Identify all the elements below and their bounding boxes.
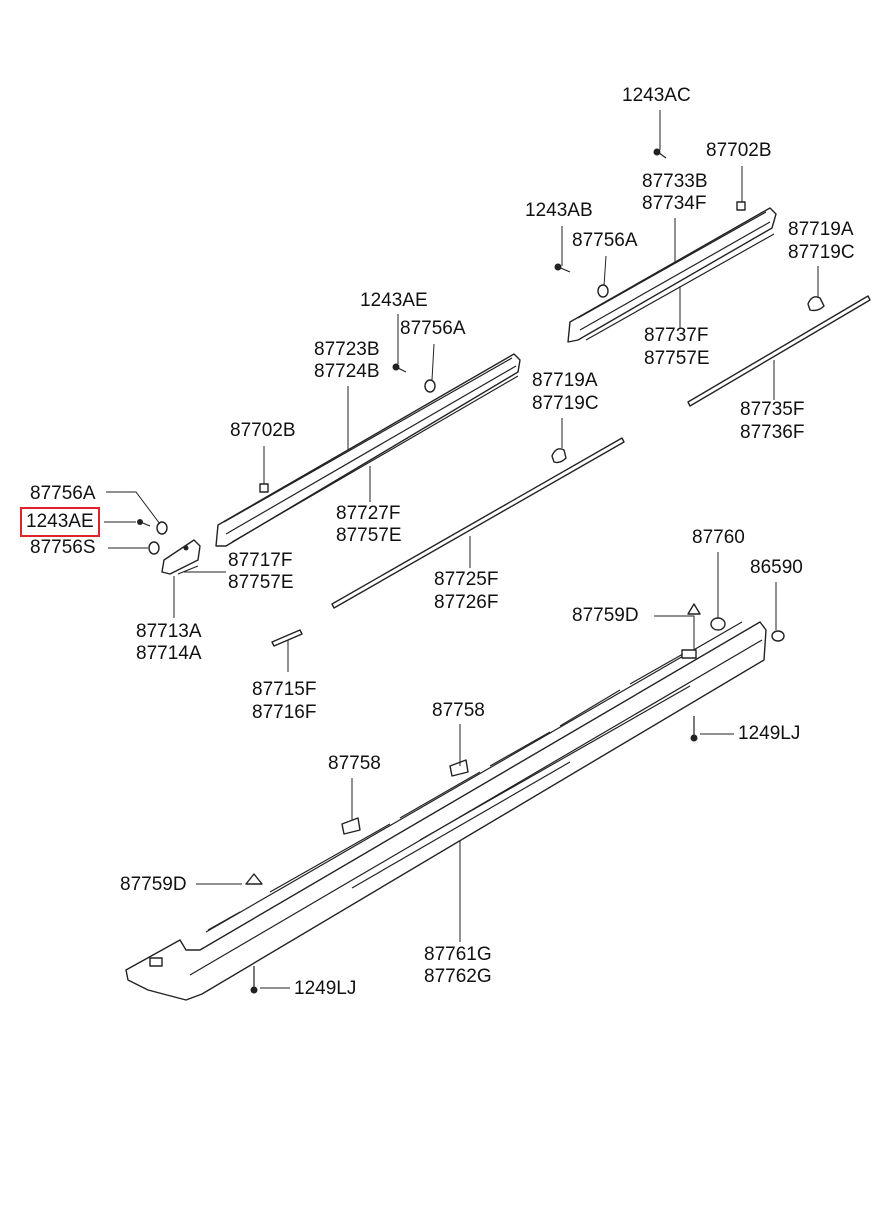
- end-cap-87713A: [161, 539, 201, 575]
- label-87737F[interactable]: 87737F: [644, 325, 709, 346]
- screw-1249LJ-bottom-icon: [250, 966, 258, 994]
- clip-87756A-top-icon: [597, 284, 609, 298]
- clip-87758-left-icon: [341, 817, 361, 835]
- label-87756A-left[interactable]: 87756A: [30, 483, 96, 504]
- label-1243AE-left-highlighted[interactable]: 1243AE: [20, 507, 100, 537]
- label-87716F[interactable]: 87716F: [252, 702, 317, 723]
- label-87719A-top[interactable]: 87719A: [788, 219, 854, 240]
- screw-1243AE-mid-icon: [392, 363, 407, 373]
- label-87719C-top[interactable]: 87719C: [788, 242, 855, 263]
- label-87733B[interactable]: 87733B: [642, 171, 708, 192]
- label-87758-left[interactable]: 87758: [328, 753, 381, 774]
- clip-87719A-top-icon: [807, 296, 825, 312]
- label-87702B-top[interactable]: 87702B: [706, 140, 772, 161]
- clip-87756A-mid-icon: [424, 379, 436, 393]
- label-87727F[interactable]: 87727F: [336, 503, 401, 524]
- label-87702B-mid[interactable]: 87702B: [230, 420, 296, 441]
- label-87761G[interactable]: 87761G: [424, 944, 492, 965]
- label-87719C-mid[interactable]: 87719C: [532, 393, 599, 414]
- clip-87759D-right-icon: [687, 603, 701, 615]
- label-87756A-mid[interactable]: 87756A: [400, 318, 466, 339]
- clip-87759D-left-icon: [245, 873, 263, 885]
- label-87735F[interactable]: 87735F: [740, 399, 805, 420]
- clip-87719A-mid-icon: [551, 448, 567, 464]
- label-87736F[interactable]: 87736F: [740, 422, 805, 443]
- label-87719A-mid[interactable]: 87719A: [532, 370, 598, 391]
- screw-1243AC-icon: [653, 148, 667, 159]
- strip-87735F: [687, 295, 871, 407]
- label-87717F[interactable]: 87717F: [228, 550, 293, 571]
- label-87757E-top[interactable]: 87757E: [644, 348, 710, 369]
- label-87759D-right[interactable]: 87759D: [572, 605, 639, 626]
- strip-87725F: [331, 437, 625, 609]
- label-1243AB[interactable]: 1243AB: [525, 200, 593, 221]
- label-1243AC[interactable]: 1243AC: [622, 85, 691, 106]
- label-87757E-left[interactable]: 87757E: [228, 572, 294, 593]
- label-1249LJ-bottom[interactable]: 1249LJ: [294, 978, 357, 999]
- screw-1249LJ-right-icon: [690, 716, 698, 742]
- label-87725F[interactable]: 87725F: [434, 569, 499, 590]
- side-sill-87761G: [125, 621, 767, 1001]
- screw-1243AE-left-icon: [137, 519, 151, 527]
- label-87723B[interactable]: 87723B: [314, 339, 380, 360]
- leader-lines: [104, 110, 819, 989]
- label-87726F[interactable]: 87726F: [434, 592, 499, 613]
- clip-87758-right-icon: [449, 759, 469, 777]
- label-87714A[interactable]: 87714A: [136, 643, 202, 664]
- middle-moulding: [215, 353, 521, 547]
- label-87715F[interactable]: 87715F: [252, 679, 317, 700]
- label-87756S[interactable]: 87756S: [30, 537, 96, 558]
- label-87762G[interactable]: 87762G: [424, 966, 492, 987]
- upper-rear-moulding: [567, 201, 777, 343]
- label-87758-right[interactable]: 87758: [432, 700, 485, 721]
- label-1249LJ-right[interactable]: 1249LJ: [738, 723, 801, 744]
- label-86590[interactable]: 86590: [750, 557, 803, 578]
- label-87756A-top[interactable]: 87756A: [572, 230, 638, 251]
- clip-86590-icon: [771, 630, 785, 642]
- clip-87756S-icon: [148, 541, 160, 555]
- label-87734F[interactable]: 87734F: [642, 193, 707, 214]
- clip-87760-icon: [710, 617, 726, 631]
- label-87760[interactable]: 87760: [692, 527, 745, 548]
- label-1243AE-mid[interactable]: 1243AE: [360, 290, 428, 311]
- label-87713A[interactable]: 87713A: [136, 621, 202, 642]
- screw-1243AB-icon: [554, 263, 571, 273]
- strip-87715F: [271, 629, 303, 647]
- clip-87756A-left-icon: [156, 521, 168, 535]
- label-87759D-left[interactable]: 87759D: [120, 874, 187, 895]
- label-87724B[interactable]: 87724B: [314, 361, 380, 382]
- label-87757E-mid[interactable]: 87757E: [336, 525, 402, 546]
